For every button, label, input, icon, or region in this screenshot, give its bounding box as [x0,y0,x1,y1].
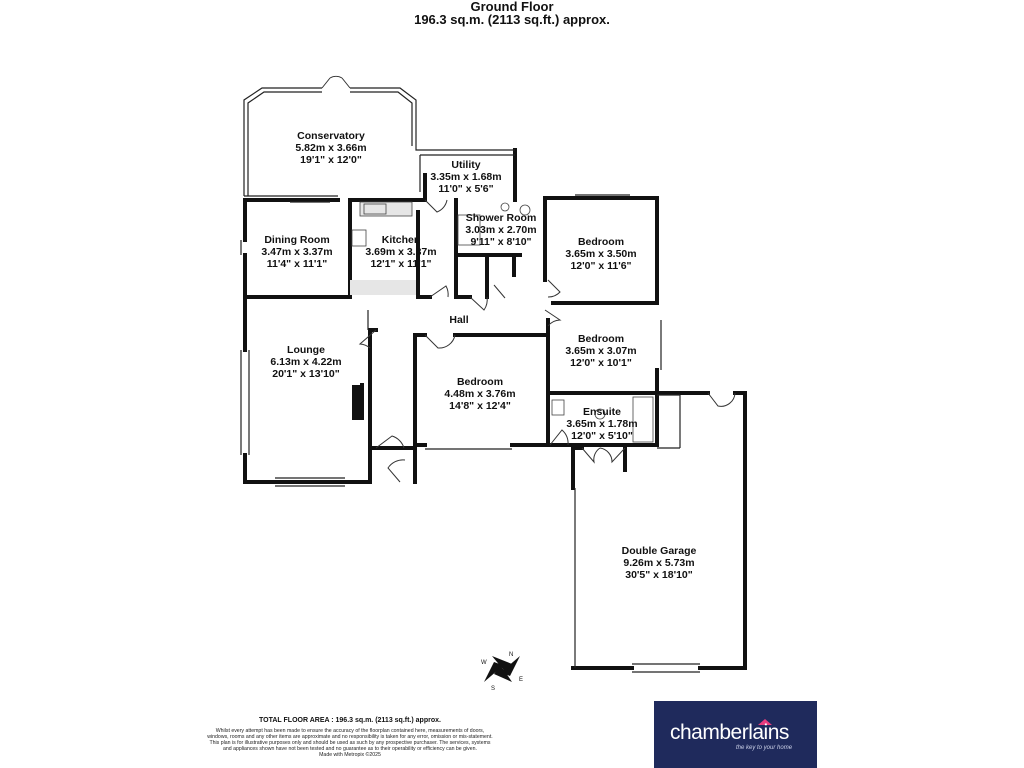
total-floor-area: TOTAL FLOOR AREA : 196.3 sq.m. (2113 sq.… [259,717,441,724]
room-name: Kitchen [382,234,421,246]
brand-logo: chamberlains the key to your home [654,701,817,768]
roof-icon [758,719,772,725]
room-name: Bedroom [457,376,503,388]
shower-tray-icon [457,214,481,246]
ensuite-basin-icon [551,399,565,416]
room-imperial: 12'0" x 10'1" [570,357,632,369]
compass-icon: N S W E [481,652,523,692]
room-imperial: 12'0" x 5'10" [571,430,633,442]
compass-south: S [491,686,495,692]
room-metric: 5.82m x 3.66m [295,142,366,154]
room-metric: 9.26m x 5.73m [623,557,694,569]
room-name: Lounge [287,344,325,356]
room-imperial: 14'8" x 12'4" [449,400,511,412]
floor-title: Ground Floor [470,0,554,14]
thin-walls [240,87,700,673]
floor-area: 196.3 sq.m. (2113 sq.ft.) approx. [414,12,610,27]
room-metric: 3.69m x 3.37m [365,246,436,258]
hob-icon [351,229,367,247]
room-labels: Conservatory 5.82m x 3.66m 19'1" x 12'0"… [261,130,696,581]
room-imperial: 19'1" x 12'0" [300,154,362,166]
room-metric: 3.03m x 2.70m [465,224,536,236]
made-with: Made with Metropix ©2025 [319,752,381,758]
fixtures [350,201,654,443]
brand-tagline: the key to your home [736,745,793,751]
door-swings [321,75,736,483]
room-metric: 3.65m x 1.78m [566,418,637,430]
room-metric: 6.13m x 4.22m [270,356,341,368]
fireplace-icon [352,385,362,420]
room-imperial: 30'5" x 18'10" [625,569,693,581]
floor-plan: Conservatory 5.82m x 3.66m 19'1" x 12'0"… [240,75,747,692]
room-metric: 3.65m x 3.07m [565,345,636,357]
kitchen-sink-icon [363,203,387,215]
room-name: Utility [451,159,480,171]
brand-name: chamberlains [670,721,789,744]
compass-east: E [519,677,523,683]
room-imperial: 11'0" x 5'6" [438,183,493,195]
kitchen-counter-bottom [350,280,416,295]
room-name: Shower Room [466,212,537,224]
room-metric: 3.47m x 3.37m [261,246,332,258]
ensuite-wc-icon [594,408,606,420]
bath-icon [632,396,654,443]
footer: TOTAL FLOOR AREA : 196.3 sq.m. (2113 sq.… [205,717,495,758]
room-imperial: 9'11" x 8'10" [470,236,531,248]
wc-icon [519,204,531,216]
room-metric: 3.65m x 3.50m [565,248,636,260]
room-imperial: 12'1" x 11'1" [370,258,431,270]
room-metric: 3.35m x 1.68m [430,171,501,183]
walls [243,148,747,670]
compass-north: N [509,652,513,658]
room-name: Hall [449,314,468,326]
room-imperial: 20'1" x 13'10" [272,368,340,380]
room-name: Ensuite [583,406,621,418]
room-name: Bedroom [578,236,624,248]
disclaimer: Whilst every attempt has been made to en… [207,728,493,752]
room-name: Dining Room [264,234,329,246]
compass-west: W [481,660,487,666]
room-name: Bedroom [578,333,624,345]
room-imperial: 12'0" x 11'6" [570,260,631,272]
room-name: Double Garage [622,545,697,557]
room-imperial: 11'4" x 11'1" [267,258,328,270]
room-metric: 4.48m x 3.76m [444,388,515,400]
basin-icon [500,202,510,212]
room-name: Conservatory [297,130,365,142]
